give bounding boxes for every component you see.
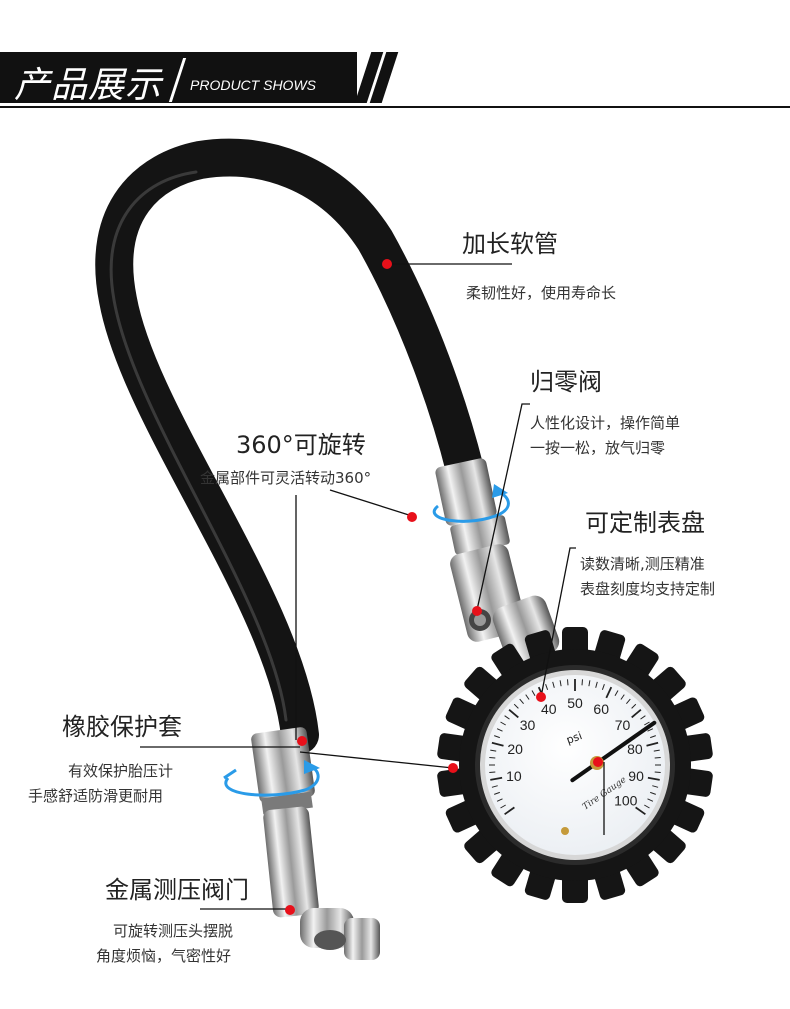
gauge-tick: [559, 680, 562, 687]
callout-markers: [285, 259, 603, 915]
gauge-screw: [561, 827, 569, 835]
gauge-tick-label: 100: [614, 793, 638, 809]
callout-rubber-desc-1: 有效保护胎压计: [68, 762, 174, 780]
gauge-tick: [567, 679, 569, 686]
gauge-tick-label: 40: [541, 701, 557, 717]
gauge-tick-label: 90: [628, 768, 644, 784]
header-title-cn: 产品展示: [14, 65, 163, 106]
gauge-tick: [531, 690, 536, 696]
header-title-en: PRODUCT SHOWS: [190, 77, 316, 93]
callout-zero-valve-desc-1: 人性化设计，操作简单: [530, 414, 681, 432]
gauge-tick: [490, 749, 497, 752]
gauge-scale: 10 20 30 40 50 60 70 80 90 100: [489, 679, 661, 816]
gauge-tick: [640, 715, 646, 720]
gauge-tick: [635, 806, 646, 816]
gauge-tick-label: 80: [627, 741, 643, 757]
gauge-tick-label: 70: [615, 717, 631, 733]
gauge-tick: [519, 698, 524, 705]
gauge-tick-label: 50: [567, 695, 583, 711]
gauge-tick: [513, 703, 519, 709]
gauge-tick: [496, 798, 503, 802]
callout-hose-desc: 柔韧性好，使用寿命长: [466, 284, 617, 302]
gauge-tick: [525, 694, 530, 700]
gauge-tick: [490, 776, 503, 781]
gauge-needle-line: [570, 720, 657, 783]
gauge-tick: [491, 785, 498, 788]
callout-dial-desc-1: 读数清晰,测压精准: [580, 555, 705, 573]
gauge-tick: [631, 709, 642, 719]
gauge-tick: [605, 686, 613, 699]
callout-dial-desc-2: 表盘刻度均支持定制: [580, 580, 716, 598]
gauge-tick: [631, 703, 637, 709]
gauge-tick: [494, 735, 500, 739]
gauge-tick: [496, 728, 503, 732]
gauge-tick: [650, 735, 656, 739]
gauge-tick: [494, 791, 500, 795]
callout-zero-valve-desc-2: 一按一松，放气归零: [530, 439, 666, 457]
hose-highlight: [109, 170, 288, 722]
gauge-face: [485, 675, 665, 855]
gauge-tick: [508, 709, 519, 719]
gauge-tick: [489, 757, 496, 759]
gauge-tick: [654, 757, 661, 759]
gauge-tick: [652, 785, 659, 788]
gauge-unit: psi: [565, 729, 584, 747]
gauge-tick: [552, 681, 555, 688]
gauge-tick: [653, 749, 660, 752]
gauge-tick: [654, 771, 661, 773]
callout-valve-desc-2: 角度烦恼，气密性好: [96, 947, 232, 965]
header-rule: [0, 106, 790, 108]
gauge-tick: [644, 804, 650, 809]
rotation-arrow-lower: [223, 760, 320, 797]
callout-valve-desc-1: 可旋转测压头摆脱: [113, 922, 234, 940]
gauge-tick: [614, 690, 619, 696]
rotation-arrow-upper: [432, 484, 510, 523]
gauge-tick: [595, 681, 598, 688]
hose: [95, 138, 484, 754]
gauge-tick: [646, 741, 659, 747]
gauge-tick: [500, 804, 506, 809]
gauge-tick: [650, 791, 656, 795]
gauge-tick: [620, 694, 625, 700]
callout-dial-title: 可定制表盘: [585, 509, 705, 537]
callout-valve-title: 金属测压阀门: [105, 876, 249, 904]
lower-fitting: [251, 727, 380, 960]
gauge-tick: [647, 728, 654, 732]
callout-rubber-title: 橡胶保护套: [62, 713, 182, 741]
gauge-tick: [545, 684, 549, 690]
rubber-boot: [437, 627, 713, 903]
gauge-tick-label: 20: [507, 741, 523, 757]
gauge-tick: [588, 680, 591, 687]
gauge-tick: [491, 741, 504, 747]
callout-hose-title: 加长软管: [462, 230, 558, 258]
gauge-tick: [500, 721, 506, 726]
gauge-tick: [626, 698, 631, 705]
gauge-tick: [581, 679, 583, 686]
section-header: 产品展示 PRODUCT SHOWS: [0, 52, 790, 110]
gauge-tick-label: 60: [593, 701, 609, 717]
callout-rotate-title: 360°可旋转: [236, 431, 366, 459]
callout-rubber-desc-2: 手感舒适防滑更耐用: [28, 787, 164, 805]
gauge-tick: [644, 721, 650, 726]
gauge-tick: [647, 776, 660, 781]
leader-lines: [140, 263, 605, 910]
gauge-tick-label: 30: [520, 717, 536, 733]
gauge-tick-label: 10: [506, 768, 522, 784]
gauge-tick: [601, 684, 605, 690]
callout-zero-valve-title: 归零阀: [530, 368, 602, 396]
gauge-tick: [504, 715, 510, 720]
gauge-tick: [489, 771, 496, 773]
callout-rotate-desc: 金属部件可灵活转动360°: [200, 469, 372, 487]
gauge-tick: [647, 798, 654, 802]
title-box: 产品展示 PRODUCT SHOWS: [0, 52, 357, 106]
gauge-tick: [504, 806, 515, 816]
